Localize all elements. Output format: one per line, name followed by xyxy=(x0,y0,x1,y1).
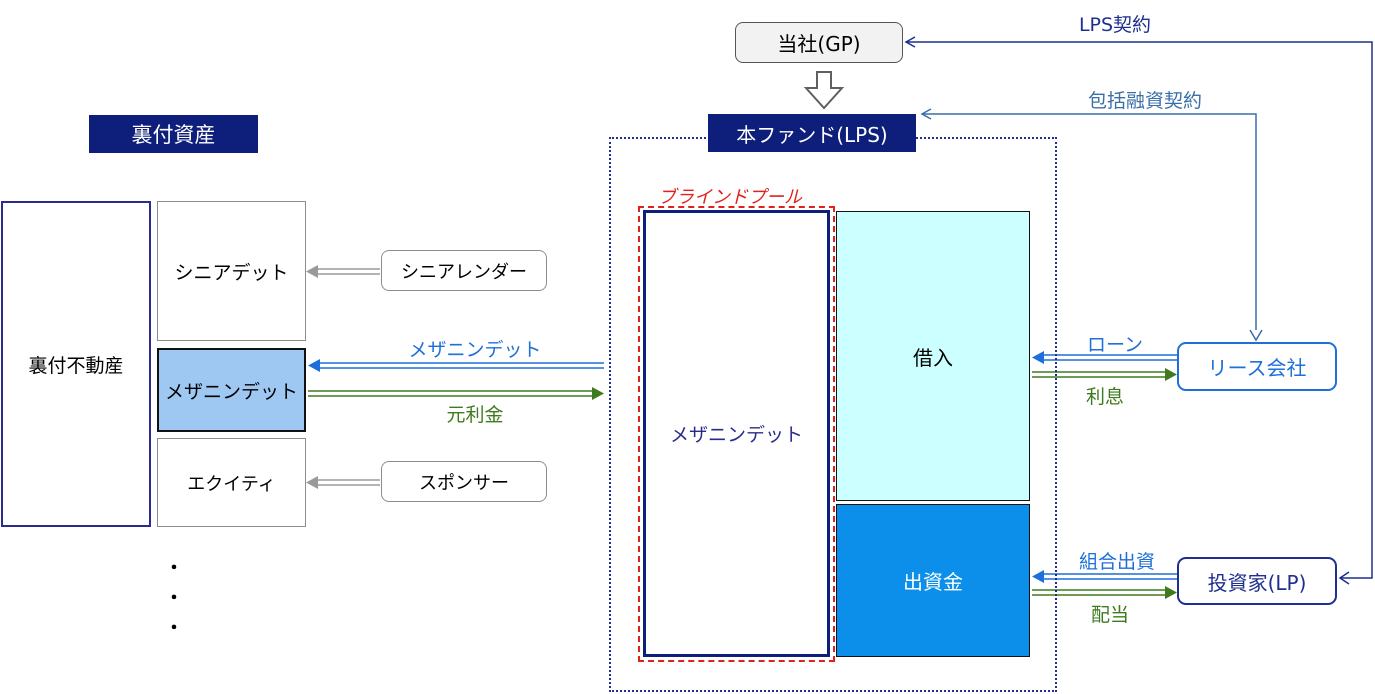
real-estate-label: 裏付不動産 xyxy=(28,354,124,377)
senior-lender-box: シニアレンダー xyxy=(381,250,547,291)
sponsor-arrow xyxy=(306,476,380,489)
gp-to-fund-arrow xyxy=(803,71,845,110)
equity-label: エクイティ xyxy=(187,473,276,495)
senior-debt-box: シニアデット xyxy=(157,201,306,341)
senior-lender-arrow xyxy=(306,265,380,278)
credit-contract-label: 包括融資契約 xyxy=(1087,89,1202,112)
senior-debt-label: シニアデット xyxy=(174,261,289,284)
lps-contract-line xyxy=(904,36,1373,585)
interest-arrow xyxy=(1032,368,1177,381)
interest-label: 利息 xyxy=(1085,385,1124,408)
principal-interest-arrow xyxy=(308,387,604,400)
gp-box-label: 当社(GP) xyxy=(777,32,861,56)
investor-label: 投資家(LP) xyxy=(1207,570,1307,595)
underlying-assets-title: 裏付資産 xyxy=(89,115,258,153)
fund-mezzanine-label: メザニンデット xyxy=(669,424,803,446)
gp-box: 当社(GP) xyxy=(735,22,903,63)
fund-mezzanine-box: メザニンデット xyxy=(643,210,830,657)
continuation-dot: ・ xyxy=(165,618,183,639)
mezz-debt-arrow-label: メザニンデット xyxy=(408,338,542,361)
borrowing-box: 借入 xyxy=(836,211,1030,501)
dividend-arrow xyxy=(1032,586,1177,599)
investor-box: 投資家(LP) xyxy=(1177,557,1337,605)
equity-box: エクイティ xyxy=(157,438,306,527)
senior-lender-label: シニアレンダー xyxy=(401,261,527,283)
mezz-debt-arrow xyxy=(308,359,604,372)
mezzanine-debt-label: メザニンデット xyxy=(164,380,298,403)
lease-company-label: リース会社 xyxy=(1207,356,1307,380)
blind-pool-frame xyxy=(638,206,835,662)
lps-contract-label: LPS契約 xyxy=(1078,13,1152,36)
capital-box: 出資金 xyxy=(836,504,1030,657)
contribution-label: 組合出資 xyxy=(1078,550,1155,573)
loan-arrow xyxy=(1032,351,1177,364)
mezzanine-debt-box: メザニンデット xyxy=(157,348,306,432)
real-estate-box: 裏付不動産 xyxy=(1,201,151,527)
fund-title-label: 本ファンド(LPS) xyxy=(736,122,888,147)
underlying-assets-title-label: 裏付資産 xyxy=(131,123,216,147)
lease-company-box: リース会社 xyxy=(1177,342,1337,391)
continuation-dot: ・ xyxy=(165,558,183,579)
blind-pool-label: ブラインドプール xyxy=(658,187,802,208)
sponsor-label: スポンサー xyxy=(419,472,509,494)
capital-label: 出資金 xyxy=(903,570,963,594)
contribution-arrow xyxy=(1032,570,1177,583)
credit-contract-line xyxy=(920,108,1263,342)
fund-title: 本ファンド(LPS) xyxy=(708,114,916,152)
sponsor-box: スポンサー xyxy=(381,461,547,502)
continuation-dot: ・ xyxy=(165,588,183,609)
principal-interest-label: 元利金 xyxy=(446,403,504,426)
dividend-label: 配当 xyxy=(1090,603,1129,626)
loan-label: ローン xyxy=(1086,333,1144,356)
borrowing-label: 借入 xyxy=(913,345,953,370)
